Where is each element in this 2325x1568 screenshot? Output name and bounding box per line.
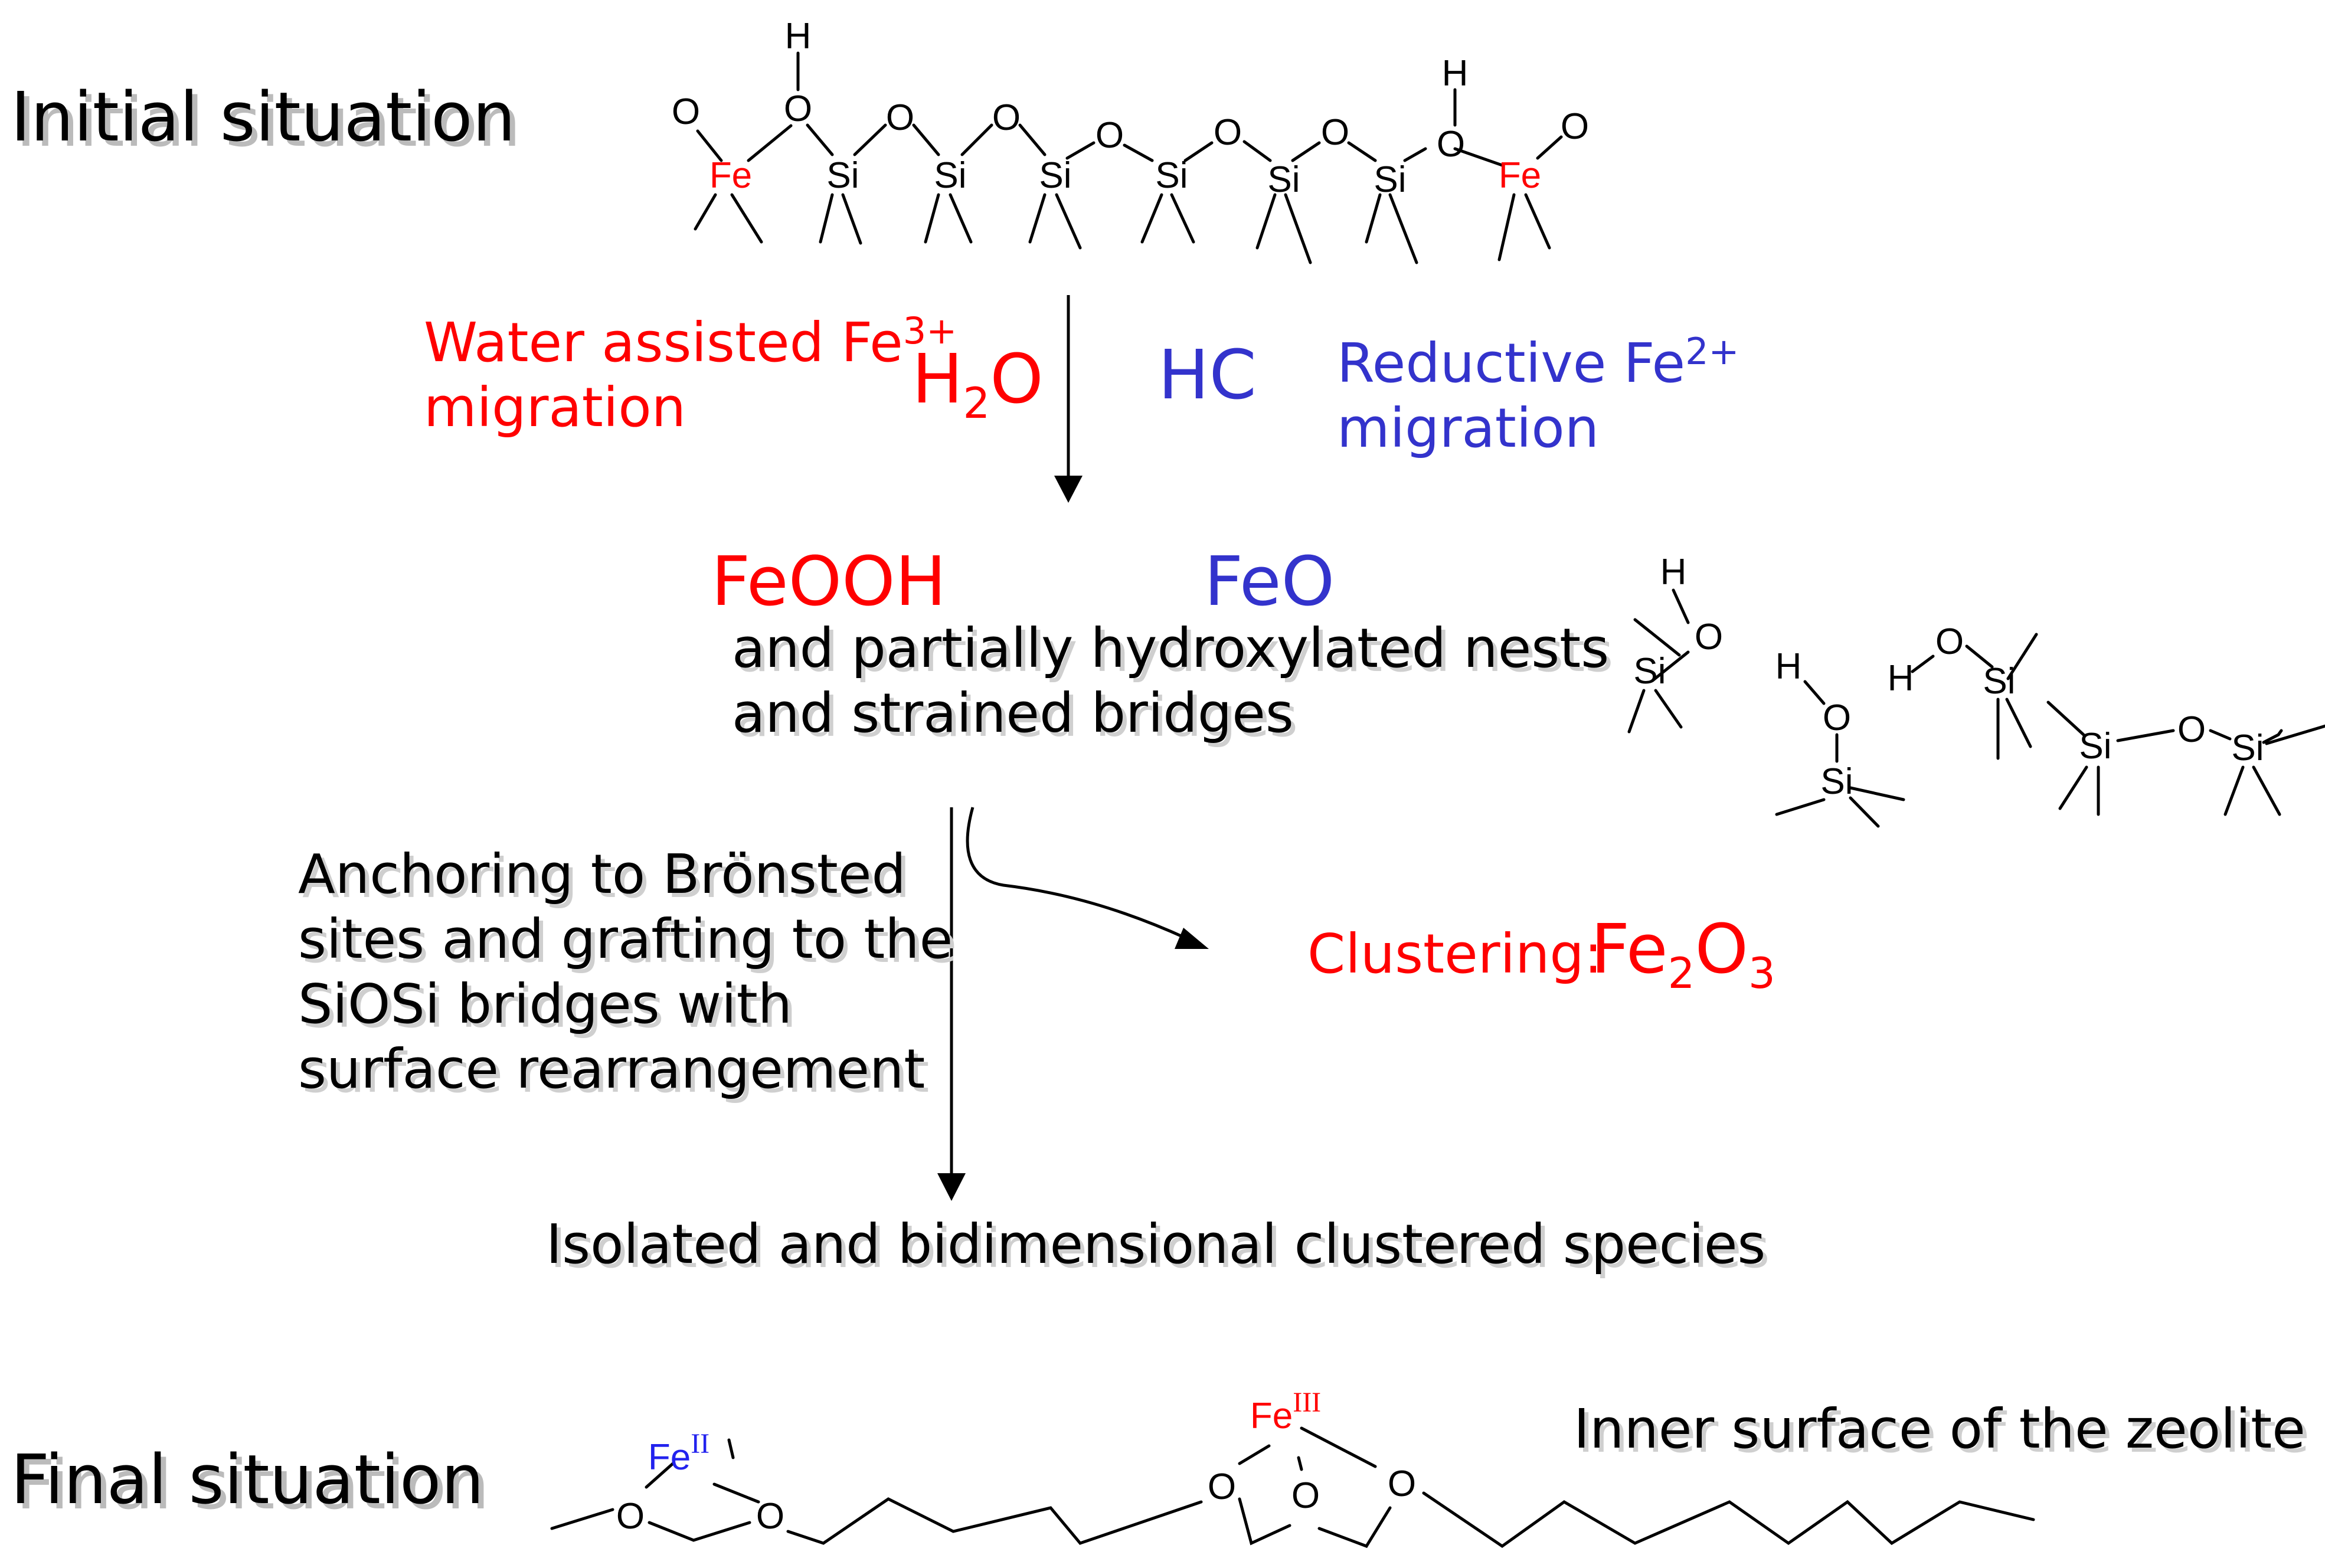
atom-oxygen: O [886, 97, 914, 138]
hydrocarbon-formula: HC [1158, 336, 1257, 415]
reductive-route-label: Reductive Fe2+ migration [1337, 330, 1739, 460]
final-structure: O O FeII O O O FeIII [550, 1387, 2035, 1549]
atom-silicon: Si [1983, 661, 2015, 702]
inner-surface-label: Inner surface of the zeolite Inner surfa… [1574, 1397, 2310, 1465]
atom-oxygen: O [1561, 106, 1589, 147]
atom-oxygen: O [1096, 115, 1124, 156]
anchoring-line3: SiOSi bridges with [298, 973, 792, 1036]
atom-silicon: Si [1633, 651, 1666, 692]
atom-hydrogen: H [1442, 53, 1469, 94]
anchoring-line2-shadow: sites and grafting to the [302, 912, 957, 975]
atom-iron-ii: FeII [648, 1428, 709, 1478]
inner-surface-shadow: Inner surface of the zeolite [1578, 1402, 2310, 1465]
final-heading-text: Final situation [11, 1441, 484, 1520]
intermediates-desc2-shadow: and strained bridges [736, 686, 1298, 749]
atom-silicon: Si [1267, 159, 1300, 200]
hematite-formula: Fe2O3 [1591, 910, 1775, 998]
water-reagent: H2O [912, 340, 1044, 428]
isolated-species-label: Isolated and bidimensional clustered spe… [546, 1213, 1770, 1280]
anchoring-line1-shadow: Anchoring to Brönsted [302, 847, 910, 910]
initial-heading-text: Initial situation [11, 78, 515, 157]
isolated-shadow: Isolated and bidimensional clustered spe… [550, 1217, 1770, 1280]
anchoring-line3-shadow: SiOSi bridges with [302, 977, 796, 1040]
atom-iron: Fe [709, 155, 752, 196]
atom-oxygen: O [756, 1496, 784, 1537]
hydrocarbon-reagent: HC [1158, 336, 1257, 415]
atom-silicon: Si [1820, 761, 1853, 802]
arrow-intermediate-to-isolated [937, 807, 966, 1201]
atom-hydrogen: H [785, 16, 812, 57]
isolated-text: Isolated and bidimensional clustered spe… [546, 1213, 1765, 1276]
final-situation-heading: Final situation Final situation [11, 1441, 489, 1525]
feo-label: FeO [1204, 542, 1335, 621]
atom-oxygen: O [1437, 124, 1465, 165]
reductive-route-line2: migration [1337, 397, 1599, 460]
atom-oxygen: O [1321, 112, 1349, 153]
feooh-label: FeOOH [711, 542, 946, 621]
atom-silicon: Si [826, 155, 859, 196]
anchoring-line1: Anchoring to Brönsted [298, 843, 906, 906]
atom-silicon: Si [1155, 155, 1188, 196]
atom-silicon: Si [2079, 726, 2111, 767]
atom-oxygen: O [1935, 621, 1964, 662]
intermediates-desc2: and strained bridges [732, 682, 1294, 745]
anchoring-line4: surface rearrangement [298, 1037, 925, 1101]
atom-oxygen: O [1823, 698, 1851, 738]
atom-silicon: Si [2231, 728, 2264, 768]
atom-oxygen: O [616, 1496, 645, 1537]
arrow-to-clustering [966, 807, 1209, 949]
atom-oxygen: O [992, 97, 1021, 138]
intermediates-desc1-shadow: and partially hydroxylated nests [736, 621, 1613, 684]
initial-structure: O Fe H O Si O Si O Si O Si O Si O Si H O… [672, 16, 1589, 264]
atom-silicon: Si [1039, 155, 1071, 196]
initial-heading-shadow: Initial situation [16, 83, 521, 162]
anchoring-line4-shadow: surface rearrangement [302, 1042, 929, 1105]
atom-hydrogen: H [1888, 658, 1914, 699]
water-route-line2: migration [424, 376, 686, 439]
atom-hydrogen: H [1775, 646, 1802, 687]
atom-silicon: Si [1374, 159, 1406, 200]
initial-situation-heading: Initial situation Initial situation [11, 78, 521, 162]
water-route-label: Water assisted Fe3+ migration [424, 309, 957, 439]
water-route-line1: Water assisted Fe3+ [424, 309, 957, 374]
clustering-label: Clustering: Fe2O3 [1307, 910, 1775, 998]
intermediate-species: FeOOH FeO and partially hydroxylated nes… [711, 542, 1613, 749]
hydroxylated-nest-structures: H O Si H O Si H O Si Si O Si [1627, 552, 2325, 828]
arrow-initial-to-intermediate [1054, 295, 1083, 503]
clustering-text: Clustering: [1307, 922, 1603, 986]
atom-iron: Fe [1499, 155, 1541, 196]
anchoring-description: Anchoring to Brönsted Anchoring to Bröns… [298, 843, 957, 1105]
water-formula: H2O [912, 340, 1044, 428]
intermediates-desc1: and partially hydroxylated nests [732, 617, 1609, 680]
atom-oxygen: O [672, 91, 700, 132]
atom-oxygen: O [1208, 1466, 1236, 1507]
atom-hydrogen: H [1660, 552, 1687, 592]
reductive-route-line1: Reductive Fe2+ [1337, 330, 1739, 395]
inner-surface-text: Inner surface of the zeolite [1574, 1397, 2306, 1461]
atom-oxygen: O [1388, 1464, 1416, 1504]
atom-silicon: Si [934, 155, 966, 196]
atom-iron-iii: FeIII [1250, 1387, 1321, 1436]
atom-oxygen: O [2177, 709, 2206, 750]
atom-oxygen: O [1291, 1475, 1320, 1516]
final-heading-shadow: Final situation [16, 1446, 489, 1525]
atom-oxygen: O [1695, 617, 1723, 657]
atom-oxygen: O [784, 89, 812, 129]
atom-oxygen: O [1214, 112, 1242, 153]
anchoring-line2: sites and grafting to the [298, 908, 953, 971]
